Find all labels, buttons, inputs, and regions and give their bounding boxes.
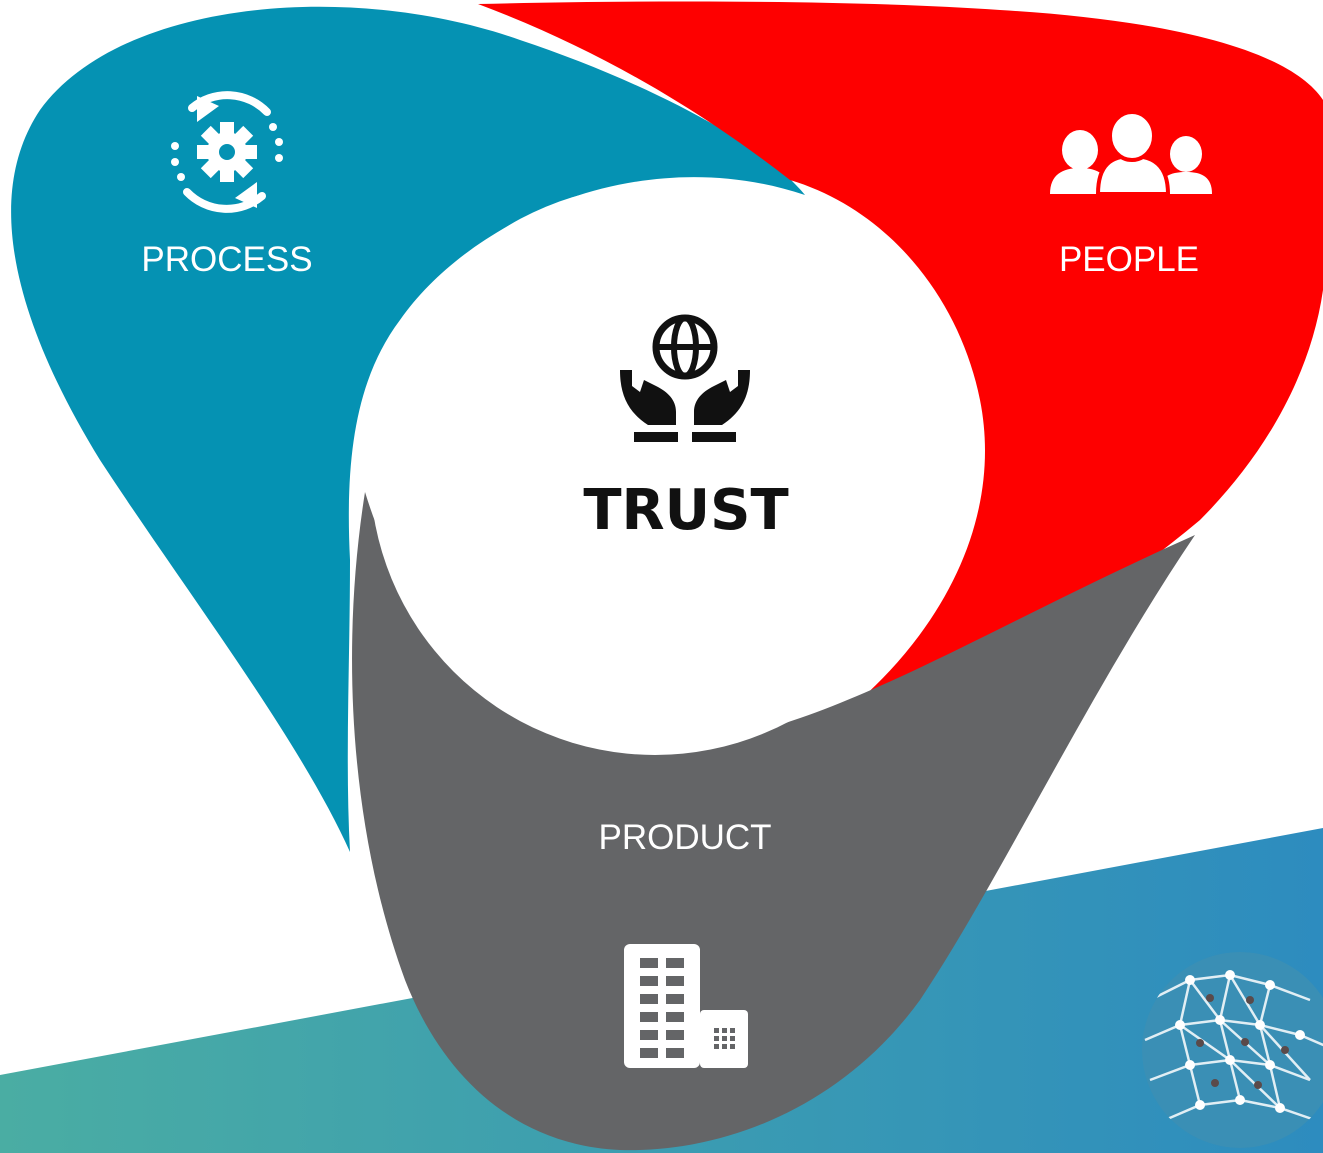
people-group-icon [1050,110,1212,196]
office-buildings-icon [624,944,748,1068]
process-segment [11,6,806,852]
process-gear-cycle-icon [171,91,283,213]
trust-label: TRUST [583,478,789,543]
product-label: PRODUCT [598,818,772,857]
center-disc [370,185,940,755]
product-segment [352,492,1195,1151]
hands-holding-globe-icon [620,314,750,442]
people-label: PEOPLE [1058,240,1200,279]
network-globe-icon [1142,952,1323,1148]
process-label: PROCESS [141,240,313,279]
